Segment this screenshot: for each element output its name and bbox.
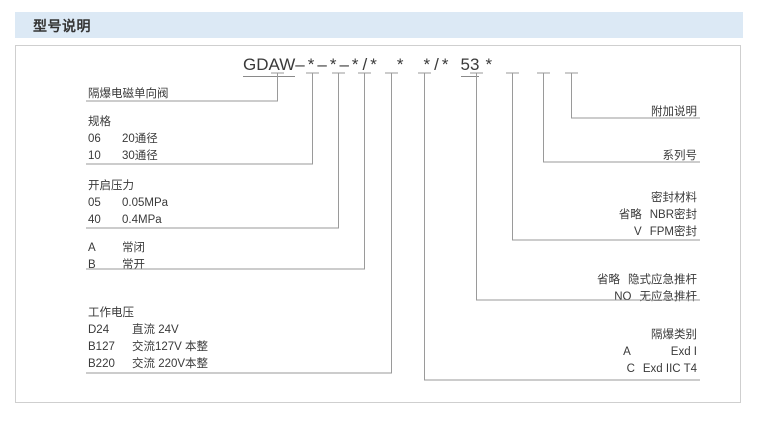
label-additional-description: 附加说明: [651, 104, 697, 121]
desc: 常闭: [122, 242, 145, 254]
model-code-star-7: *: [441, 55, 449, 74]
label-opening-pressure-title: 开启压力: [88, 180, 134, 192]
desc: 交流 220V本整: [132, 358, 209, 370]
label-additional-description-title: 附加说明: [651, 106, 697, 118]
code: 40: [88, 214, 101, 226]
model-code-prefix: GDAW: [243, 55, 296, 77]
label-specification-row-2: 10 30通径: [88, 148, 158, 165]
desc: FPM密封: [649, 226, 697, 238]
label-opening-pressure: 开启压力 05 0.05MPa 40 0.4MPa: [88, 178, 168, 229]
desc: 常开: [122, 259, 145, 271]
label-working-voltage-title: 工作电压: [88, 307, 134, 319]
label-emergency-push-rod-row-1: 省略隐式应急推杆: [597, 272, 697, 289]
label-working-voltage-row-2: B127 交流127V 本整: [88, 339, 208, 356]
label-specification-row-1: 06 20通径: [88, 131, 158, 148]
label-series-number: 系列号: [663, 148, 698, 165]
model-code-star-2: *: [329, 55, 337, 74]
desc: 0.4MPa: [122, 214, 162, 226]
label-seal-material-row-1: 省略 NBR密封: [619, 207, 697, 224]
label-seal-material: 密封材料 省略 NBR密封 V FPM密封: [619, 190, 697, 241]
label-working-voltage-row-1: D24 直流 24V: [88, 322, 208, 339]
label-explosion-proof-class-title: 隔爆类别: [651, 329, 697, 341]
code: V: [634, 226, 642, 238]
label-valve-state-row-2: B 常开: [88, 257, 145, 274]
label-emergency-push-rod-row-2: NO 无应急推杆: [597, 289, 697, 306]
desc: 0.05MPa: [122, 197, 169, 209]
desc: Exd I: [670, 346, 697, 358]
model-code-star-1: *: [307, 55, 315, 74]
code: B127: [88, 341, 115, 353]
code: D24: [88, 324, 110, 336]
model-code-series-number: 53: [460, 55, 480, 77]
label-opening-pressure-row-2: 40 0.4MPa: [88, 212, 168, 229]
label-product-name-title: 隔爆电磁单向阀: [88, 88, 169, 100]
label-seal-material-row-2: V FPM密封: [619, 224, 697, 241]
model-code-sep-2: –: [317, 55, 327, 74]
code: 05: [88, 197, 101, 209]
desc: 直流 24V: [132, 324, 179, 336]
desc: 30通径: [122, 150, 158, 162]
code: NO: [614, 291, 632, 303]
desc: 无应急推杆: [639, 291, 698, 303]
desc: Exd IIC T4: [642, 363, 697, 375]
label-opening-pressure-row-1: 05 0.05MPa: [88, 195, 168, 212]
code: B: [88, 259, 96, 271]
model-code-sep-3: –: [339, 55, 349, 74]
label-explosion-proof-class-row-1: A Exd I: [623, 344, 697, 361]
code: A: [88, 242, 96, 254]
model-code-star-4: *: [370, 55, 377, 74]
desc: 隐式应急推杆: [628, 274, 697, 286]
code: 06: [88, 133, 101, 145]
model-code-sep-1: –: [295, 55, 305, 74]
code: 省略: [618, 209, 642, 221]
label-product-name: 隔爆电磁单向阀: [88, 86, 169, 103]
label-working-voltage-row-3: B220 交流 220V本整: [88, 356, 208, 373]
code: B220: [88, 358, 115, 370]
desc: NBR密封: [649, 209, 697, 221]
page-title: 型号说明: [33, 18, 91, 34]
code: C: [626, 363, 635, 375]
section-header-bar: [15, 12, 743, 38]
model-code-star-5: *: [396, 55, 404, 74]
model-code-line: GDAW–*–*–*/***/*53*: [243, 55, 492, 77]
label-specification: 规格 06 20通径 10 30通径: [88, 114, 158, 165]
code: 10: [88, 150, 101, 162]
label-explosion-proof-class-row-2: C Exd IIC T4: [623, 361, 697, 378]
label-valve-state-row-1: A 常闭: [88, 240, 145, 257]
model-code-slash-2: /: [434, 55, 439, 74]
label-emergency-push-rod: 省略隐式应急推杆 NO 无应急推杆: [597, 272, 697, 306]
label-explosion-proof-class: 隔爆类别 A Exd I C Exd IIC T4: [623, 327, 697, 378]
label-specification-title: 规格: [88, 116, 111, 128]
code: A: [623, 346, 631, 358]
model-code-star-3: *: [351, 55, 359, 74]
desc: 交流127V 本整: [132, 341, 209, 353]
model-code-star-6: *: [423, 55, 431, 74]
desc: 20通径: [122, 133, 158, 145]
model-code-slash-1: /: [362, 55, 368, 74]
label-valve-state: A 常闭 B 常开: [88, 240, 145, 274]
label-working-voltage: 工作电压 D24 直流 24V B127 交流127V 本整 B220 交流 220V…: [88, 305, 208, 373]
label-seal-material-title: 密封材料: [651, 192, 697, 204]
code: 省略: [597, 274, 620, 286]
label-series-number-title: 系列号: [662, 150, 698, 162]
model-code-star-8: *: [485, 55, 493, 74]
